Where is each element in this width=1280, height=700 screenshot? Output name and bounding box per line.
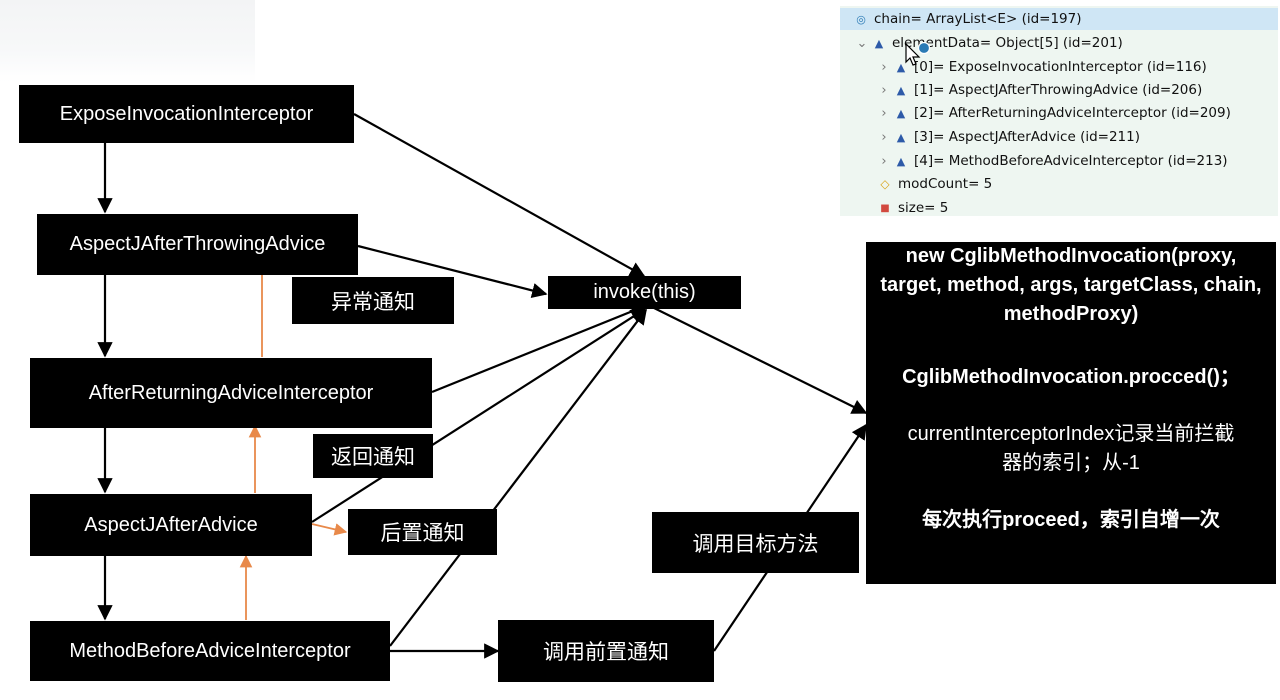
label-call-before-advice: 调用前置通知 (498, 620, 714, 682)
info-line: 器的索引；从-1 (1002, 452, 1140, 474)
node-aspectj-after-throwing-advice: AspectJAfterThrowingAdvice (37, 214, 358, 275)
arrow-invoke-to-info (649, 305, 868, 414)
invocation-info-panel: new CglibMethodInvocation(proxy, target,… (866, 242, 1276, 584)
private-field-icon: ■ (880, 202, 890, 214)
label-exception-advice: 异常通知 (292, 277, 454, 324)
label-return-advice: 返回通知 (313, 434, 433, 478)
info-line: new CglibMethodInvocation(proxy, (905, 245, 1237, 267)
variable-text: [4]= MethodBeforeAdviceInterceptor (id=2… (914, 153, 1228, 169)
variable-text: [2]= AfterReturningAdviceInterceptor (id… (914, 105, 1231, 121)
info-line: methodProxy) (1003, 303, 1139, 325)
node-after-returning-advice-interceptor: AfterReturningAdviceInterceptor (30, 358, 432, 428)
chevron-down-icon[interactable]: ⌄ (856, 35, 868, 51)
field-triangle-icon: ▲ (896, 60, 906, 74)
field-triangle-icon: ▲ (896, 83, 906, 97)
label-text: 返回通知 (331, 445, 415, 469)
chevron-right-icon[interactable]: › (881, 129, 887, 145)
node-label: AfterReturningAdviceInterceptor (88, 381, 374, 404)
variable-text: size= 5 (898, 200, 949, 216)
arrow-throwing-to-invoke (357, 244, 548, 299)
info-line: 每次执行proceed，索引自增一次 (922, 509, 1220, 531)
variable-text: modCount= 5 (898, 176, 993, 192)
node-label: ExposeInvocationInterceptor (59, 102, 314, 125)
variable-text: [3]= AspectJAfterAdvice (id=211) (914, 129, 1141, 145)
node-expose-invocation-interceptor: ExposeInvocationInterceptor (19, 85, 354, 143)
chevron-right-icon[interactable]: › (881, 82, 887, 98)
variable-row-item-4[interactable]: › ▲ [4]= MethodBeforeAdviceInterceptor (… (840, 150, 1228, 172)
info-line: CglibMethodInvocation.procced()； (902, 366, 1240, 388)
variable-row-chain[interactable]: ◎ chain= ArrayList<E> (id=197) (840, 8, 1278, 30)
label-after-advice: 后置通知 (348, 509, 497, 555)
arrow-before-to-invoke (389, 308, 647, 647)
label-text: 调用前置通知 (543, 640, 669, 664)
variable-row-item-2[interactable]: › ▲ [2]= AfterReturningAdviceInterceptor… (840, 102, 1231, 124)
background-smudge (0, 0, 255, 82)
node-label: invoke(this) (593, 281, 696, 303)
variable-row-size[interactable]: ■ size= 5 (840, 197, 948, 219)
local-variable-icon: ◎ (856, 12, 866, 26)
arrow-after-to-invoke (311, 308, 647, 523)
arrow-expose-to-invoke (353, 113, 646, 277)
label-text: 调用目标方法 (692, 531, 819, 556)
label-call-target-method: 调用目标方法 (652, 512, 859, 573)
label-text: 后置通知 (380, 521, 465, 545)
node-invoke-this: invoke(this) (548, 276, 741, 309)
node-aspectj-after-advice: AspectJAfterAdvice (30, 494, 312, 556)
field-triangle-icon: ▲ (874, 36, 884, 50)
node-method-before-advice-interceptor: MethodBeforeAdviceInterceptor (30, 621, 390, 681)
arrow-returning-to-invoke (431, 304, 647, 394)
field-triangle-icon: ▲ (896, 130, 906, 144)
mouse-cursor-icon (905, 42, 931, 66)
chevron-right-icon[interactable]: › (881, 59, 887, 75)
node-label: MethodBeforeAdviceInterceptor (69, 639, 351, 662)
node-label: AspectJAfterAdvice (84, 513, 258, 536)
variable-row-element-data[interactable]: ⌄ ▲ elementData= Object[5] (id=201) (840, 32, 1123, 54)
variable-text: [1]= AspectJAfterThrowingAdvice (id=206) (914, 82, 1203, 98)
orange-arrow-after-to-label (311, 523, 348, 536)
chevron-right-icon[interactable]: › (881, 153, 887, 169)
field-triangle-icon: ▲ (896, 106, 906, 120)
variable-text: elementData= Object[5] (id=201) (892, 35, 1123, 51)
label-text: 异常通知 (331, 289, 415, 314)
info-line: target, method, args, targetClass, chain… (880, 274, 1262, 296)
variable-row-mod-count[interactable]: ◇ modCount= 5 (840, 173, 992, 195)
info-line: currentInterceptorIndex记录当前拦截 (907, 423, 1235, 445)
variable-row-item-3[interactable]: › ▲ [3]= AspectJAfterAdvice (id=211) (840, 126, 1140, 148)
debugger-variables-panel: ◎ chain= ArrayList<E> (id=197) ⌄ ▲ eleme… (840, 6, 1278, 216)
variable-text: chain= ArrayList<E> (id=197) (874, 11, 1082, 27)
variable-row-item-0[interactable]: › ▲ [0]= ExposeInvocationInterceptor (id… (840, 56, 1207, 78)
variable-row-item-1[interactable]: › ▲ [1]= AspectJAfterThrowingAdvice (id=… (840, 79, 1202, 101)
protected-field-icon: ◇ (880, 177, 890, 191)
field-triangle-icon: ▲ (896, 154, 906, 168)
variable-text: [0]= ExposeInvocationInterceptor (id=116… (914, 59, 1207, 75)
chevron-right-icon[interactable]: › (881, 105, 887, 121)
node-label: AspectJAfterThrowingAdvice (69, 233, 326, 255)
